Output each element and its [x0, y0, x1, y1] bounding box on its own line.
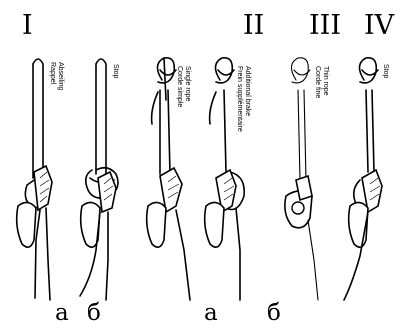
sub-label-b-2: б [267, 300, 281, 326]
figure-single-rope-label-line1: Corde simple [176, 66, 183, 107]
figure-additional-brake-label-line1: Frein supplémentaire [236, 66, 243, 132]
figure-thin-rope-label-line2: Thin rope [322, 66, 329, 96]
roman-label-4: IV [364, 10, 395, 41]
roman-label-1: I [22, 10, 33, 41]
roman-label-2: II [243, 10, 264, 41]
roman-label-3: III [309, 10, 341, 41]
sub-label-a-1: а [55, 300, 69, 326]
figure-rappel-label-line1: Rappel [49, 62, 56, 85]
figure-rappel: Rappel Abseiling [17, 59, 64, 300]
figure-stop-2-label: Stop [382, 64, 389, 79]
figure-additional-brake: Frein supplémentaire Additional brake [205, 58, 251, 300]
figure-rappel-label-line2: Abseiling [57, 62, 64, 91]
figure-stop-1: Stop [80, 59, 119, 300]
sub-label-a-2: а [204, 300, 218, 326]
figure-stop-2: Stop [344, 58, 389, 300]
sub-label-b-1: б [87, 300, 101, 326]
figure-thin-rope-label-line1: Corde fine [314, 66, 321, 98]
figure-additional-brake-label-line2: Additional brake [244, 66, 251, 116]
figure-single-rope-label-line2: Single rope [184, 66, 191, 102]
figure-stop-1-label: Stop [112, 64, 119, 79]
figure-thin-rope: Corde fine Thin rope [285, 58, 329, 300]
figure-single-rope: Corde simple Single rope [147, 58, 191, 300]
